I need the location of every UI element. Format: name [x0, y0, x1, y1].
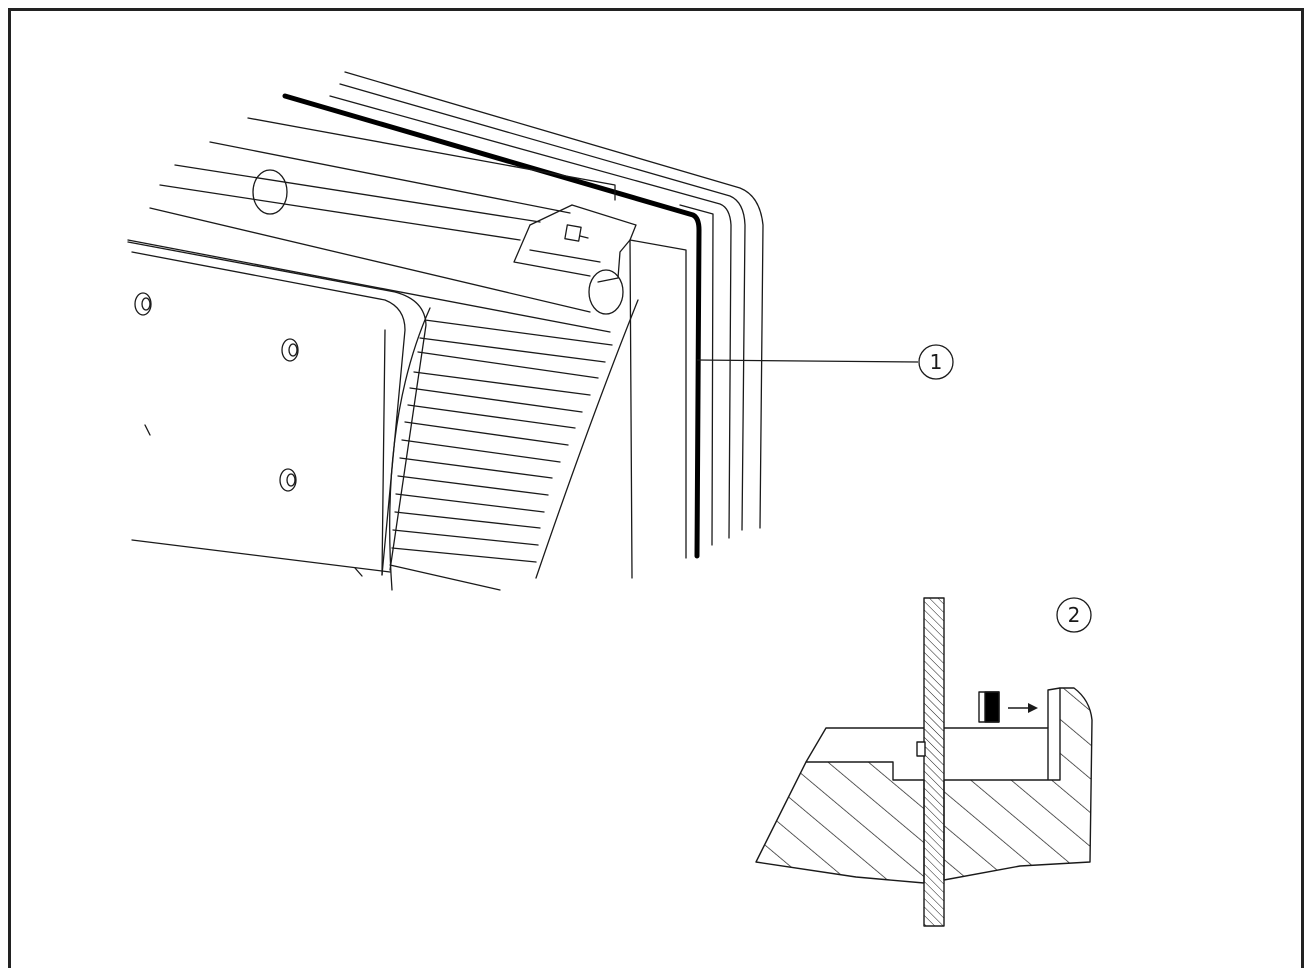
rear-panel	[127, 241, 427, 577]
front-bezel	[329, 71, 764, 546]
clamp-positions	[252, 169, 624, 315]
housing-section-left	[755, 761, 925, 884]
clamp-cross-section	[755, 597, 1093, 927]
device-rear-view	[127, 71, 764, 591]
panel-wall	[923, 597, 945, 927]
callout-1-circle	[918, 344, 954, 380]
callout-1-label: 1	[930, 350, 943, 374]
callout-2-circle	[1056, 597, 1092, 633]
callout-1: 1	[696, 344, 954, 380]
seal	[282, 93, 702, 559]
callout-1-leader	[696, 359, 919, 363]
callout-2: 2	[1056, 597, 1092, 633]
screw-holes	[134, 292, 299, 492]
housing-section-right	[943, 687, 1093, 881]
mounting-clamp	[513, 204, 637, 283]
callout-2-label: 2	[1068, 603, 1081, 627]
cooling-fins	[389, 319, 613, 591]
